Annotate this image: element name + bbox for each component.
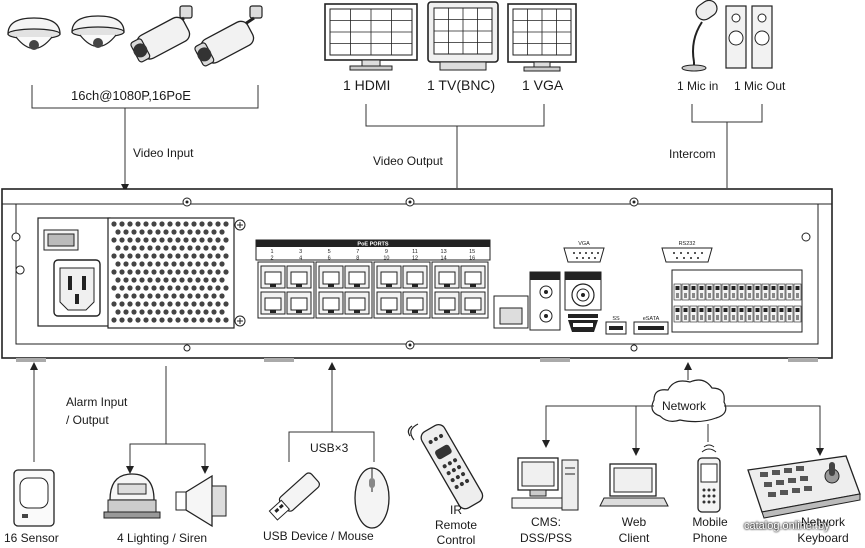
network-keyboard-label-line2: Keyboard	[797, 531, 849, 545]
mouse-icon	[354, 467, 390, 529]
sensor-label: 16 Sensor	[4, 531, 59, 545]
network-right-bracket	[724, 405, 824, 456]
mobile-phone-label-line1: Mobile	[692, 515, 728, 529]
web-client-label-line1: Web	[621, 515, 647, 529]
network-cloud-label: Network	[662, 399, 707, 413]
ir-label-line3: Control	[436, 533, 476, 547]
mobile-phone-label-line2: Phone	[692, 531, 728, 545]
bullet-camera-1-icon	[130, 5, 193, 63]
cms-label-line1: CMS:	[531, 515, 561, 529]
tv-output-label: 1 TV(BNC)	[427, 77, 496, 93]
alarm-lamp-icon	[103, 473, 161, 519]
mobile-phone-icon	[697, 444, 721, 513]
poe-number-top: 3	[299, 249, 302, 255]
poe-number-top: 13	[441, 249, 447, 255]
poe-number-top: 11	[412, 249, 418, 255]
poe-number-bottom: 12	[412, 256, 418, 262]
ir-label-line2: Remote	[434, 518, 478, 532]
poe-number-bottom: 6	[328, 256, 331, 262]
intercom-label: Intercom	[669, 147, 716, 161]
tv-monitor-icon	[427, 1, 499, 71]
vga-output-label: 1 VGA	[522, 77, 564, 93]
siren-icon	[175, 474, 227, 528]
mic-out-label: 1 Mic Out	[734, 79, 786, 93]
dome-camera-2-icon	[71, 15, 125, 48]
network-keyboard-label-line1: Network	[800, 515, 845, 529]
microphone-icon	[681, 0, 718, 72]
watermark: catalog.onliner.by	[744, 520, 830, 532]
vga-monitor-icon	[507, 3, 577, 72]
hdmi-output-label: 1 HDMI	[343, 77, 391, 93]
usb-device-label: USB Device / Mouse	[263, 529, 374, 543]
camera-bracket	[31, 85, 259, 109]
poe-number-bottom: 4	[299, 256, 302, 262]
network-cloud-icon	[651, 379, 727, 423]
poe-number-bottom: 10	[383, 256, 389, 262]
lighting-siren-label: 4 Lighting / Siren	[117, 531, 208, 545]
bullet-camera-2-icon	[194, 5, 263, 67]
network-keyboard-icon	[747, 455, 861, 519]
usb3-label: SS	[612, 316, 620, 322]
mic-in-label: 1 Mic in	[677, 79, 719, 93]
laptop-icon	[599, 463, 669, 507]
alarm-label-line2: / Output	[66, 413, 109, 427]
ir-label-line1: IR	[450, 503, 462, 517]
dome-camera-1-icon	[7, 17, 61, 50]
sensor-icon	[13, 469, 55, 527]
ir-remote-icon	[407, 423, 484, 510]
poe-number-bottom: 2	[270, 256, 273, 262]
vga-port-label: VGA	[578, 241, 590, 247]
camera-caption: 16ch@1080P,16PoE	[71, 88, 191, 103]
audio-bracket	[691, 104, 763, 123]
network-left-bracket	[542, 405, 654, 448]
poe-number-bottom: 8	[356, 256, 359, 262]
poe-number-top: 15	[469, 249, 475, 255]
poe-number-bottom: 14	[441, 256, 447, 262]
alarm-label-line1: Alarm Input	[66, 395, 128, 409]
poe-number-top: 5	[328, 249, 331, 255]
poe-number-top: 1	[270, 249, 273, 255]
esata-label: eSATA	[643, 316, 660, 322]
poe-number-top: 7	[356, 249, 359, 255]
cms-label-line2: DSS/PSS	[519, 531, 573, 545]
monitor-bracket	[365, 104, 545, 127]
rs232-port-label: RS232	[679, 241, 696, 247]
poe-number-bottom: 16	[469, 256, 475, 262]
poe-number-top: 9	[385, 249, 388, 255]
poe-ports-title: PoE PORTS	[357, 242, 389, 248]
web-client-label-line2: Client	[618, 531, 650, 545]
video-input-label: Video Input	[133, 146, 194, 160]
cms-computer-icon	[511, 457, 579, 511]
usb-count-label: USB×3	[310, 441, 349, 455]
alarm-bracket	[129, 443, 209, 474]
usb-stick-icon	[268, 472, 320, 521]
video-output-label: Video Output	[373, 154, 443, 168]
hdmi-monitor-icon	[324, 3, 418, 71]
speaker-icon	[725, 5, 773, 69]
usb-bracket	[288, 431, 375, 462]
